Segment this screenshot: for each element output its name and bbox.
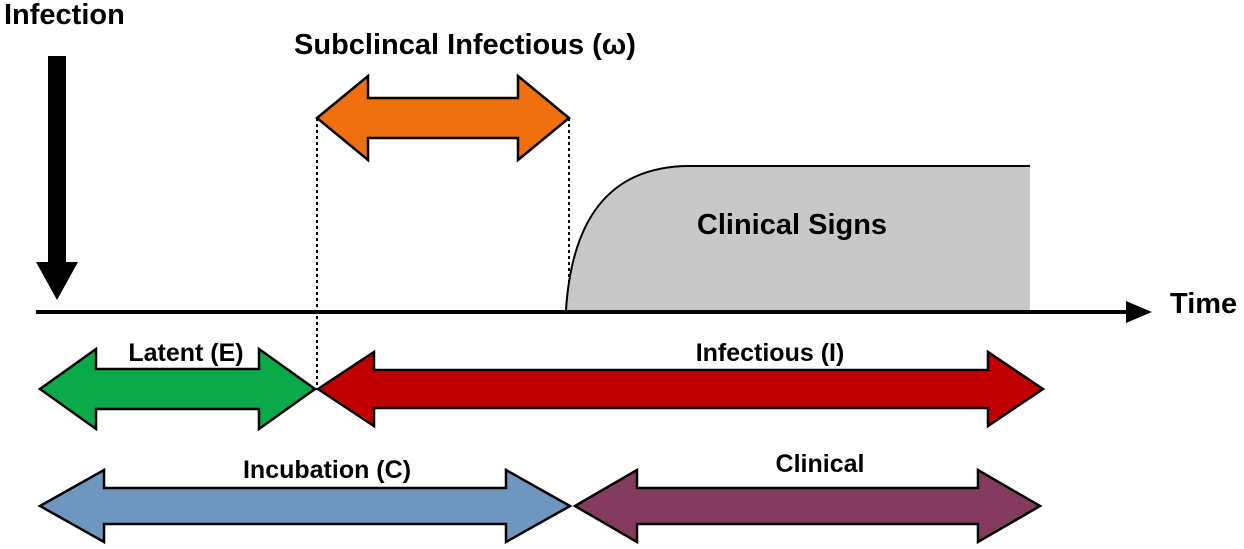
incubation-arrow — [37, 467, 573, 545]
infectious-arrow — [315, 349, 1046, 429]
latent-arrow — [37, 346, 318, 432]
clinical-signs-outline — [565, 165, 1030, 311]
time-axis-label: Time — [1170, 288, 1237, 320]
infection-down-arrow — [36, 56, 78, 300]
clinical-label: Clinical — [776, 450, 865, 478]
infection-label: Infection — [4, 0, 125, 31]
infectious-label: Infectious (I) — [696, 339, 845, 367]
subclinical-infectious-label: Subclincal Infectious (ω) — [294, 29, 636, 61]
clinical-signs-area — [566, 166, 1030, 310]
clinical-signs-label: Clinical Signs — [697, 209, 887, 241]
latent-label: Latent (E) — [128, 339, 243, 367]
subclinical-infectious-arrow — [315, 73, 571, 163]
incubation-label: Incubation (C) — [243, 456, 411, 484]
time-axis-arrowhead — [1126, 301, 1152, 323]
clinical-arrow — [572, 467, 1043, 545]
